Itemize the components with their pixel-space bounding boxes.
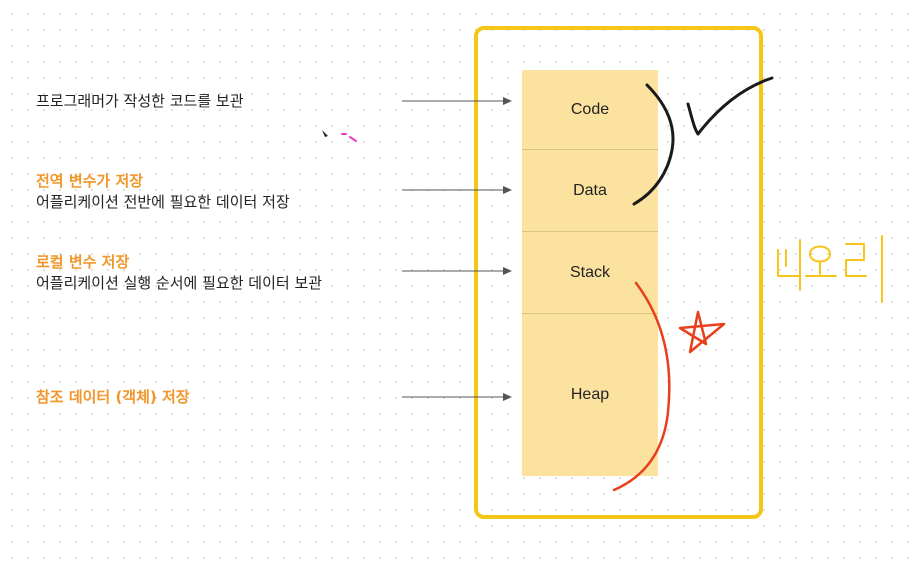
handwritten-memory-scribble (777, 235, 883, 303)
memory-highlight-frame (474, 26, 763, 519)
stack-description-text: 어플리케이션 실행 순서에 필요한 데이터 보관 (36, 274, 323, 292)
cursor-icon (322, 130, 328, 137)
heap-description: 참조 데이터 (객체) 저장 (36, 387, 190, 408)
stack-description-title: 로컬 변수 저장 (36, 253, 130, 271)
data-description-text: 어플리케이션 전반에 필요한 데이터 저장 (36, 193, 290, 211)
stack-description: 로컬 변수 저장 어플리케이션 실행 순서에 필요한 데이터 보관 (36, 252, 322, 294)
data-description-title: 전역 변수가 저장 (36, 172, 144, 190)
code-description: 프로그래머가 작성한 코드를 보관 (36, 91, 244, 112)
magenta-mark (341, 133, 357, 142)
heap-description-title: 참조 데이터 (객체) 저장 (36, 388, 190, 406)
data-description: 전역 변수가 저장 어플리케이션 전반에 필요한 데이터 저장 (36, 171, 290, 213)
code-description-text: 프로그래머가 작성한 코드를 보관 (36, 92, 244, 110)
